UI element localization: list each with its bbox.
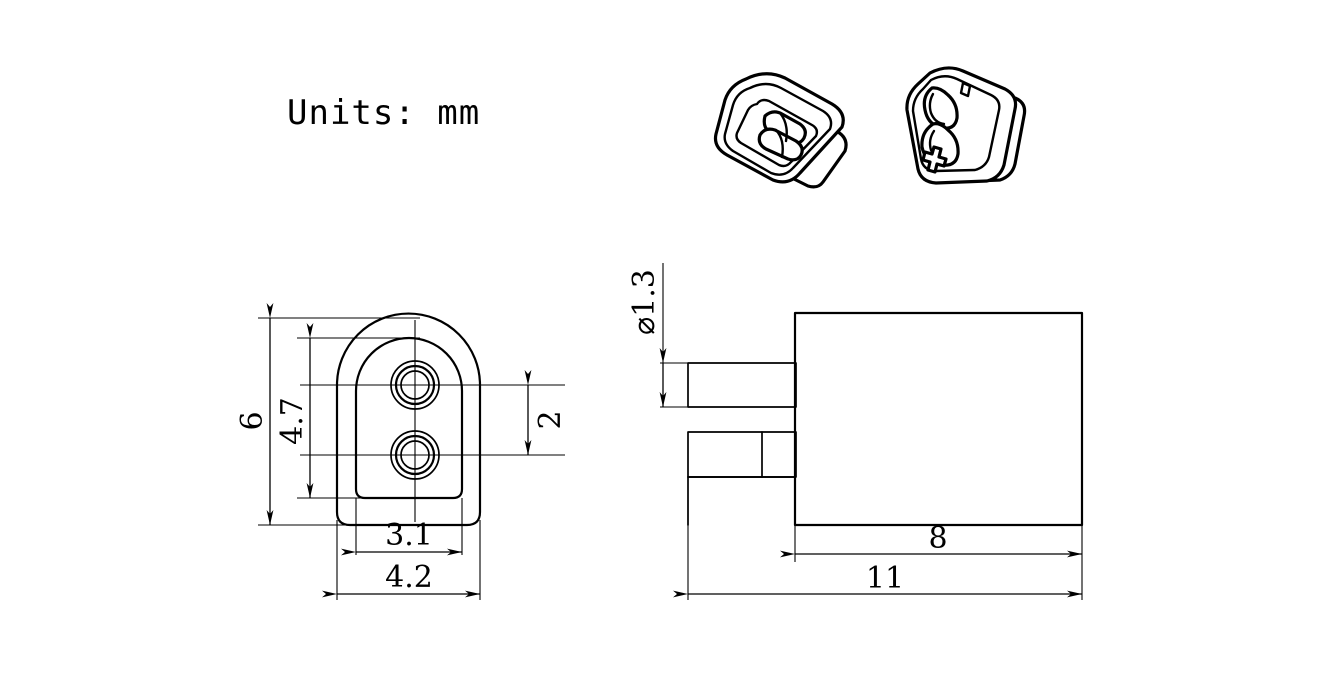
front-outer-housing [335, 312, 482, 527]
front-dim-inner-height-label: 4.7 [275, 397, 310, 445]
iso-front-recess [735, 98, 819, 168]
iso-rear-inner-panel [911, 75, 1001, 173]
front-dim-overall-width-label: 4.2 [385, 560, 433, 595]
front-dim-pin-pitch-label: 2 [533, 410, 568, 429]
side-elevation-view: ⌀1.3 8 11 [627, 263, 1084, 600]
iso-rear-polarity-plus-marker [921, 145, 948, 174]
isometric-front-view [713, 72, 848, 189]
isometric-rear-view [905, 66, 1027, 185]
side-dim-body-length-label: 8 [928, 521, 947, 556]
side-body-rectangle [793, 311, 1084, 527]
side-pin-upper [687, 362, 797, 408]
units-title: Units: mm [287, 93, 480, 133]
iso-front-pin-split-lower [774, 128, 784, 159]
front-elevation-view: 6 4.7 2 3.1 4.2 [235, 303, 568, 600]
iso-front-pin-lower [757, 127, 804, 162]
iso-front-inner-ring [723, 82, 833, 176]
front-dim-overall-height-label: 6 [235, 411, 270, 430]
side-dim-overall-length-label: 11 [866, 561, 904, 596]
side-dim-pin-diameter-label: ⌀1.3 [627, 269, 662, 335]
iso-rear-keying-notch [959, 81, 972, 98]
front-dim-inner-width-label: 3.1 [385, 518, 433, 553]
side-pin-lower [687, 431, 797, 478]
iso-front-pin-split-upper [778, 111, 788, 143]
